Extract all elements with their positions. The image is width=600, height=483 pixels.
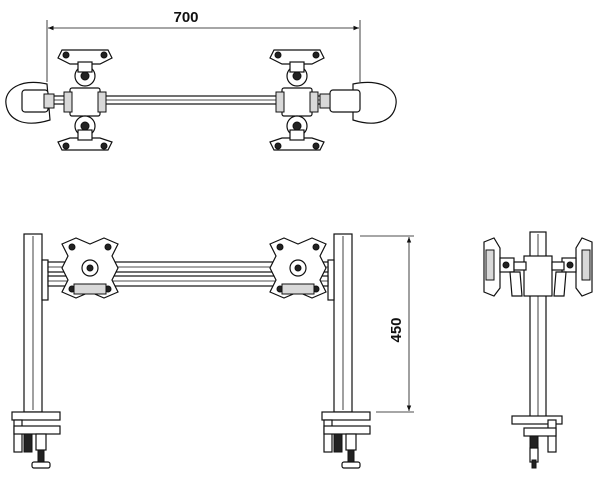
top-left-clamp: [5, 81, 55, 124]
width-dimension: 700: [46, 9, 361, 82]
top-view: 700: [5, 9, 397, 151]
side-left-bracket: [483, 237, 527, 297]
top-right-arm: [269, 49, 325, 151]
side-desk-clamp: [511, 415, 563, 469]
width-dimension-label: 700: [173, 9, 198, 26]
front-right-pole: [327, 233, 353, 413]
top-left-arm: [57, 49, 113, 151]
top-right-clamp: [319, 81, 397, 124]
side-pole: [523, 231, 553, 421]
height-dimension-label: 450: [388, 317, 405, 342]
front-left-vesa-plate: [61, 237, 119, 299]
side-view: [483, 231, 593, 469]
side-right-bracket: [551, 237, 593, 297]
front-left-pole: [23, 233, 49, 413]
front-left-desk-clamp: [11, 411, 61, 469]
front-right-desk-clamp: [321, 411, 371, 469]
front-right-vesa-plate: [269, 237, 327, 299]
height-dimension: 450: [360, 235, 414, 413]
front-view: 450: [11, 233, 414, 469]
